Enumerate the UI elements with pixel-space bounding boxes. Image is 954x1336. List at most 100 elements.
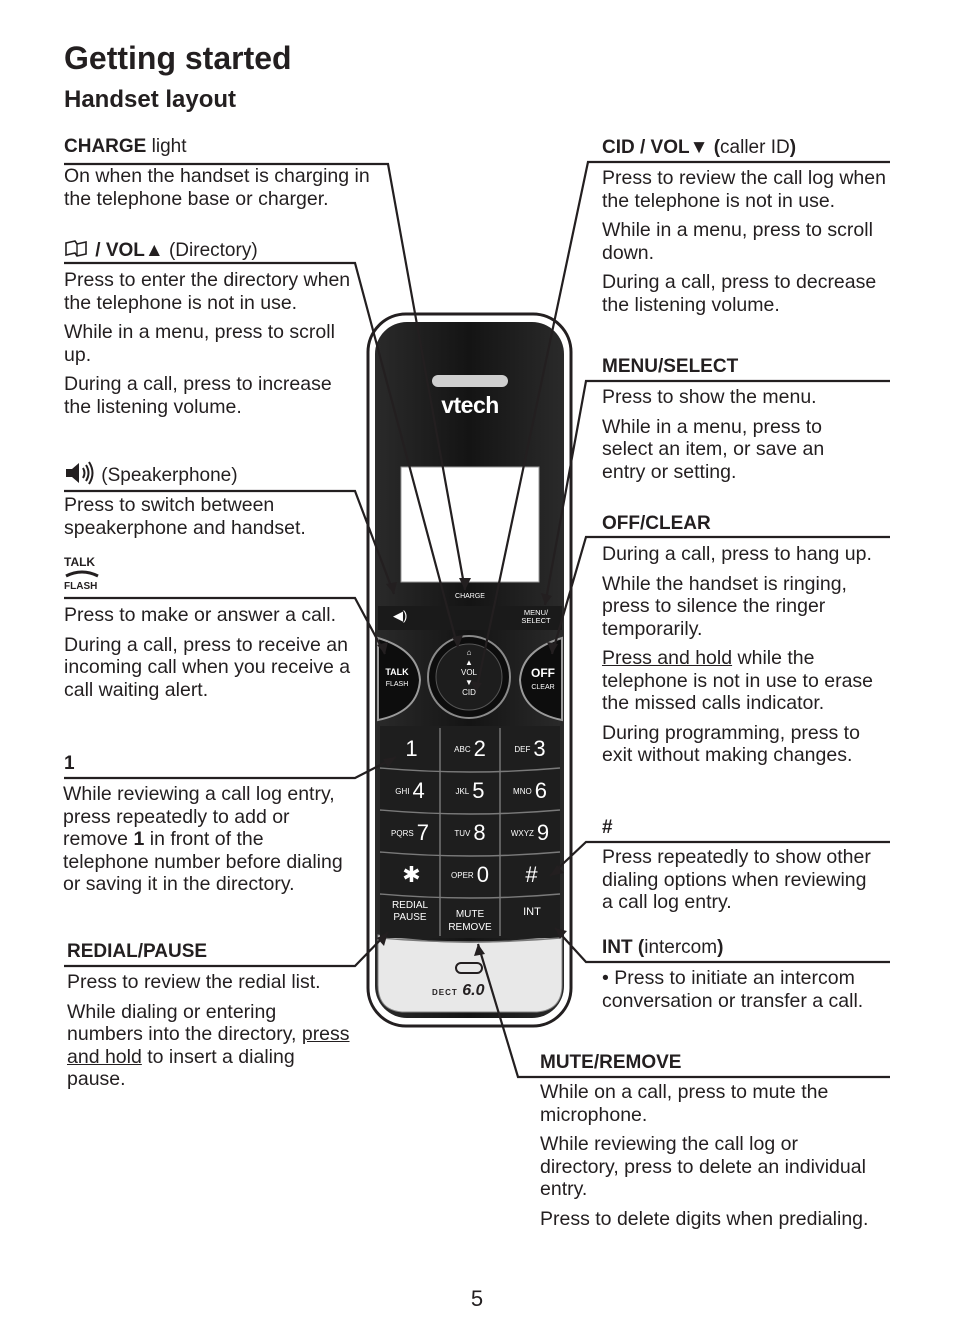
menu-p2: While in a menu, press to select an item… <box>602 415 825 483</box>
charge-light-header: CHARGE light <box>64 136 186 158</box>
cid-header: CID / VOL▼ (caller ID) <box>602 137 796 159</box>
cid-label-rest: caller ID <box>720 137 790 158</box>
keypad-key[interactable]: 1 <box>380 728 440 770</box>
cid-label: CID <box>462 688 476 697</box>
cid-p3: During a call, press to decrease the lis… <box>602 271 877 316</box>
menu-p1: Press to show the menu. <box>602 386 817 408</box>
keypad-key-letters: DEF <box>514 744 531 754</box>
pause-label: PAUSE <box>393 912 427 923</box>
keypad-key-number: 7 <box>416 820 429 845</box>
int-button[interactable]: INT <box>523 906 541 918</box>
int-label-rest: intercom <box>644 937 718 958</box>
speakerphone-label: (Speakerphone) <box>96 465 238 487</box>
key-one-label: 1 <box>64 753 75 774</box>
int-header: INT (intercom) <box>602 937 723 959</box>
talk-flash-button[interactable]: TALK FLASH <box>380 666 414 690</box>
speaker-icon[interactable]: ◀) <box>393 608 408 623</box>
cid-text: Press to review the call log when the te… <box>602 167 892 323</box>
mute-remove-button[interactable]: MUTE REMOVE <box>442 908 498 934</box>
down-arrow-icon: ▼ <box>465 678 473 687</box>
section-title: Handset layout <box>64 86 237 113</box>
key-one-header: 1 <box>64 753 75 775</box>
callout-lines <box>64 160 890 1079</box>
directory-label-rest: (Directory) <box>163 240 258 262</box>
nav-key[interactable]: ⌂ ▲ VOL ▼ CID <box>449 648 489 698</box>
keypad-key-number: 9 <box>536 820 550 845</box>
flash-icon-label: FLASH <box>64 581 98 592</box>
keypad-key[interactable]: # <box>500 854 560 896</box>
mute-text: While on a call, press to mute the micro… <box>540 1081 870 1237</box>
redial-p2a: While dialing or entering numbers into t… <box>67 1000 302 1046</box>
cid-label-close: ) <box>789 137 797 158</box>
vol-label: VOL <box>460 668 477 677</box>
handset-icon <box>65 570 99 578</box>
directory-icon: ⌂ <box>466 648 472 657</box>
redial-p2b: press and hold <box>67 1023 350 1068</box>
directory-header: / VOL▲ (Directory) <box>64 239 258 263</box>
speakerphone-header: (Speakerphone) <box>64 460 238 492</box>
menu-header-label: MENU/SELECT <box>602 356 739 377</box>
mute-p2: While reviewing the call log or director… <box>540 1133 866 1200</box>
redial-p2c: to insert a dialing pause. <box>67 1045 295 1091</box>
directory-label: / VOL▲ <box>90 240 164 262</box>
menu-label-2: SELECT <box>521 616 551 625</box>
talk-label: TALK <box>385 667 409 677</box>
redial-header: REDIAL/PAUSE <box>67 941 207 963</box>
clear-label: CLEAR <box>531 684 555 691</box>
keypad-key-number: 2 <box>473 736 486 761</box>
mute-header: MUTE/REMOVE <box>540 1052 681 1074</box>
key-one-text-b: 1 <box>133 828 145 850</box>
keypad-key-letters: MNO <box>513 786 532 796</box>
keypad-key-letters: TUV <box>454 828 471 838</box>
charge-label: CHARGE <box>64 136 147 157</box>
page-title: Getting started <box>64 40 292 76</box>
off-p3a: Press and hold <box>602 647 733 669</box>
menu-select-button[interactable]: MENU/ SELECT <box>514 609 558 625</box>
cid-label-bold: CID / VOL▼ ( <box>602 137 721 158</box>
dect-label: DECT <box>432 988 458 997</box>
cid-p1: Press to review the call log when the te… <box>602 167 886 212</box>
mute-label: MUTE <box>455 909 485 920</box>
menu-header: MENU/SELECT <box>602 356 738 378</box>
off-p3b: while the telephone is not in use to era… <box>602 647 874 714</box>
keypad-key-number: 3 <box>533 736 546 761</box>
charge-label-rest: light <box>146 136 187 157</box>
keypad-key[interactable]: ✱ <box>380 854 440 896</box>
int-label-bold: INT ( <box>602 937 645 958</box>
hash-header: # <box>602 817 613 839</box>
redial-pause-button[interactable]: REDIAL PAUSE <box>382 900 438 924</box>
off-clear-button[interactable]: OFF CLEAR <box>524 667 562 693</box>
keypad-key-number: 6 <box>534 778 547 803</box>
directory-p2: While in a menu, press to scroll up. <box>64 321 335 366</box>
keypad-key-letters: GHI <box>395 786 410 796</box>
dect-version: 6.0 <box>462 982 485 999</box>
directory-text: Press to enter the directory when the te… <box>64 269 354 425</box>
int-label-close: ) <box>717 937 724 958</box>
dect-logo: DECT 6.0 <box>432 982 512 1000</box>
keypad-key-number: ✱ <box>402 862 421 887</box>
off-header: OFF/CLEAR <box>602 513 711 535</box>
off-p1: During a call, press to hang up. <box>602 543 872 565</box>
speaker-volume-icon <box>64 460 96 492</box>
keypad-key-number: 1 <box>405 736 418 761</box>
charge-light-text: On when the handset is charging in the t… <box>64 165 370 210</box>
keypad-key-letters: OPER <box>451 870 474 880</box>
menu-label-1: MENU/ <box>523 608 549 617</box>
flash-label: FLASH <box>385 681 409 688</box>
redial-p1: Press to review the redial list. <box>67 971 321 993</box>
redial-label: REDIAL <box>391 900 429 911</box>
hash-header-label: # <box>602 817 613 838</box>
talk-flash-icon: TALK FLASH <box>64 556 100 592</box>
directory-p3: During a call, press to increase the lis… <box>64 373 332 418</box>
phone-charge-label: CHARGE <box>455 593 485 600</box>
hash-text: Press repeatedly to show other dialing o… <box>602 846 871 913</box>
